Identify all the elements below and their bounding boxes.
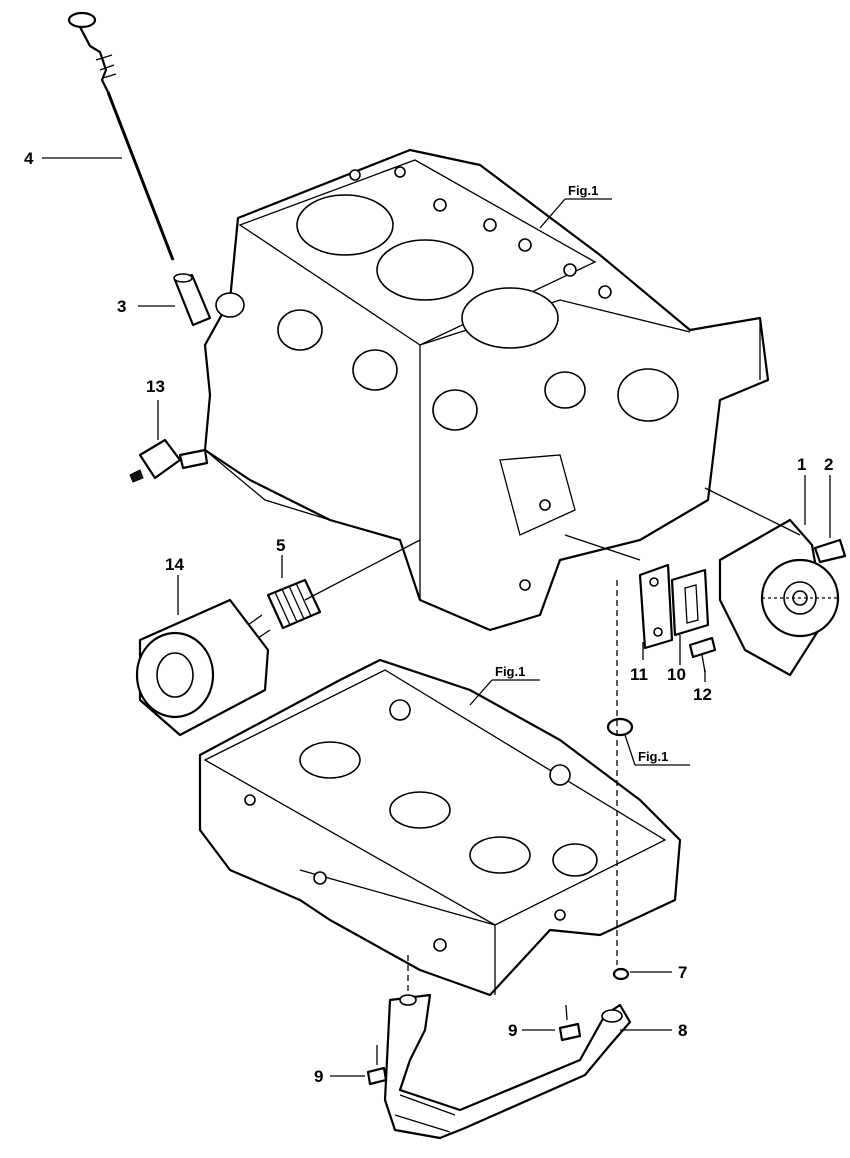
callout-labels: 4 3 13 5 14 1 2 11 10 12 7 8 9 9 — [24, 149, 833, 1086]
callout-2: 2 — [824, 455, 833, 474]
gasket-11 — [638, 563, 674, 650]
strainer-bolt-upper — [558, 1004, 582, 1042]
relief-spring — [266, 578, 322, 630]
o-ring — [606, 717, 634, 737]
fig-ref-pan: Fig.1 — [495, 664, 525, 679]
strainer-o-ring — [612, 967, 630, 981]
callout-7: 7 — [678, 963, 687, 982]
cylinder-block — [203, 148, 770, 632]
fig-ref-block: Fig.1 — [568, 183, 598, 198]
lower-crankcase — [198, 658, 682, 997]
oil-dipstick — [67, 11, 175, 261]
gasket-bolt-12 — [688, 636, 717, 673]
gasket-10 — [670, 568, 710, 637]
dipstick-guide — [173, 273, 212, 327]
oil-pressure-switch — [129, 438, 209, 483]
callout-10: 10 — [667, 665, 686, 684]
leader-lines — [42, 157, 831, 1077]
figure-references: Fig.1 Fig.1 Fig.1 — [495, 183, 668, 764]
callout-1: 1 — [797, 455, 806, 474]
fig-ref-oring: Fig.1 — [638, 749, 668, 764]
callout-8: 8 — [678, 1021, 687, 1040]
callout-12: 12 — [693, 685, 712, 704]
strainer-bolt-lower — [366, 1045, 388, 1086]
callout-11: 11 — [630, 665, 648, 684]
callout-14: 14 — [165, 555, 184, 574]
callout-9-lower: 9 — [314, 1067, 323, 1086]
callout-13: 13 — [146, 377, 165, 396]
oil-filter — [135, 598, 271, 737]
pump-bolt — [813, 538, 847, 564]
callout-5: 5 — [276, 536, 285, 555]
oil-pump — [718, 518, 840, 677]
callout-4: 4 — [24, 149, 34, 168]
callout-3: 3 — [117, 297, 126, 316]
oil-strainer — [383, 993, 632, 1140]
callout-9-upper: 9 — [508, 1021, 517, 1040]
